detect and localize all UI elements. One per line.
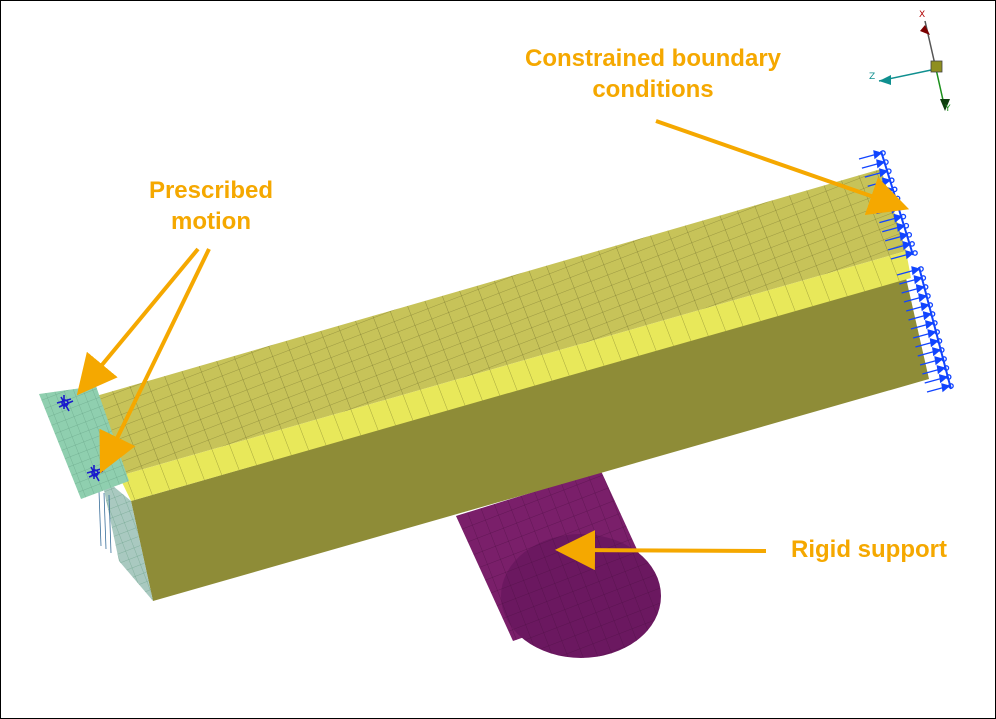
boundary-condition-arrow-icon xyxy=(902,241,912,251)
arrow-constrained xyxy=(655,119,910,215)
beam-top-face xyxy=(96,169,906,476)
boundary-condition-arrow-icon xyxy=(911,266,921,276)
label-constrained-line1: Constrained boundary xyxy=(524,45,782,72)
y-axis-arrow-icon xyxy=(940,99,950,111)
beam-edge-strip xyxy=(119,251,911,501)
boundary-condition-arrow-icon xyxy=(927,329,937,339)
boundary-condition-arrow-icon xyxy=(938,374,949,384)
boundary-condition-arrow-icon xyxy=(922,311,932,321)
boundary-condition-arrow-icon xyxy=(934,356,944,366)
boundary-condition-arrow-icon xyxy=(925,320,935,330)
axis-triad: X Z Y xyxy=(869,10,951,114)
label-constrained-line2: conditions xyxy=(592,76,714,103)
arrow-rigid xyxy=(555,530,767,571)
x-axis-arrow-icon xyxy=(920,25,930,35)
beam-end-face xyxy=(98,476,153,601)
boundary-condition-arrow-icon xyxy=(915,284,925,294)
label-constrained-boundary-conditions: Constrained boundary conditions xyxy=(501,43,805,105)
boundary-condition-arrow-icon xyxy=(913,275,923,285)
boundary-condition-arrow-icon xyxy=(879,168,889,178)
boundary-condition-arrow-icon xyxy=(893,213,903,223)
boundary-condition-arrow-icon xyxy=(899,231,909,242)
arrow-prescribed-2 xyxy=(99,248,211,474)
boundary-condition-arrow-icon xyxy=(931,347,942,357)
triad-y-label: Y xyxy=(944,104,951,114)
boundary-condition-arrow-icon xyxy=(920,302,930,312)
boundary-condition-arrow-icon xyxy=(941,383,951,393)
annotation-arrows xyxy=(76,119,910,571)
motion-marker-2 xyxy=(86,465,104,482)
boundary-condition-arrow-icon xyxy=(873,150,883,160)
boundary-condition-arrow-icon xyxy=(929,338,939,348)
z-axis-arrow-icon xyxy=(879,75,891,85)
label-prescribed-motion: Prescribed motion xyxy=(121,175,301,237)
triad-origin-cube-icon xyxy=(930,60,943,73)
triad-z-label: Z xyxy=(869,72,875,82)
boundary-condition-arrow-icon xyxy=(876,159,886,169)
triad-x-label: X xyxy=(919,10,925,20)
motion-marker-1 xyxy=(56,395,74,412)
boundary-condition-arrow-icon xyxy=(936,365,946,375)
rigid-support-cylinder xyxy=(456,471,661,658)
boundary-condition-arrow-icon xyxy=(905,250,915,260)
arrow-prescribed-1 xyxy=(76,247,200,396)
beam-side-face xyxy=(131,278,929,601)
label-prescribed-line2: motion xyxy=(171,208,251,235)
boundary-condition-arrow-icon xyxy=(896,222,906,232)
boundary-condition-arrow-icon xyxy=(918,293,928,303)
label-rigid-support: Rigid support xyxy=(791,536,947,563)
label-prescribed-line1: Prescribed xyxy=(148,177,274,204)
